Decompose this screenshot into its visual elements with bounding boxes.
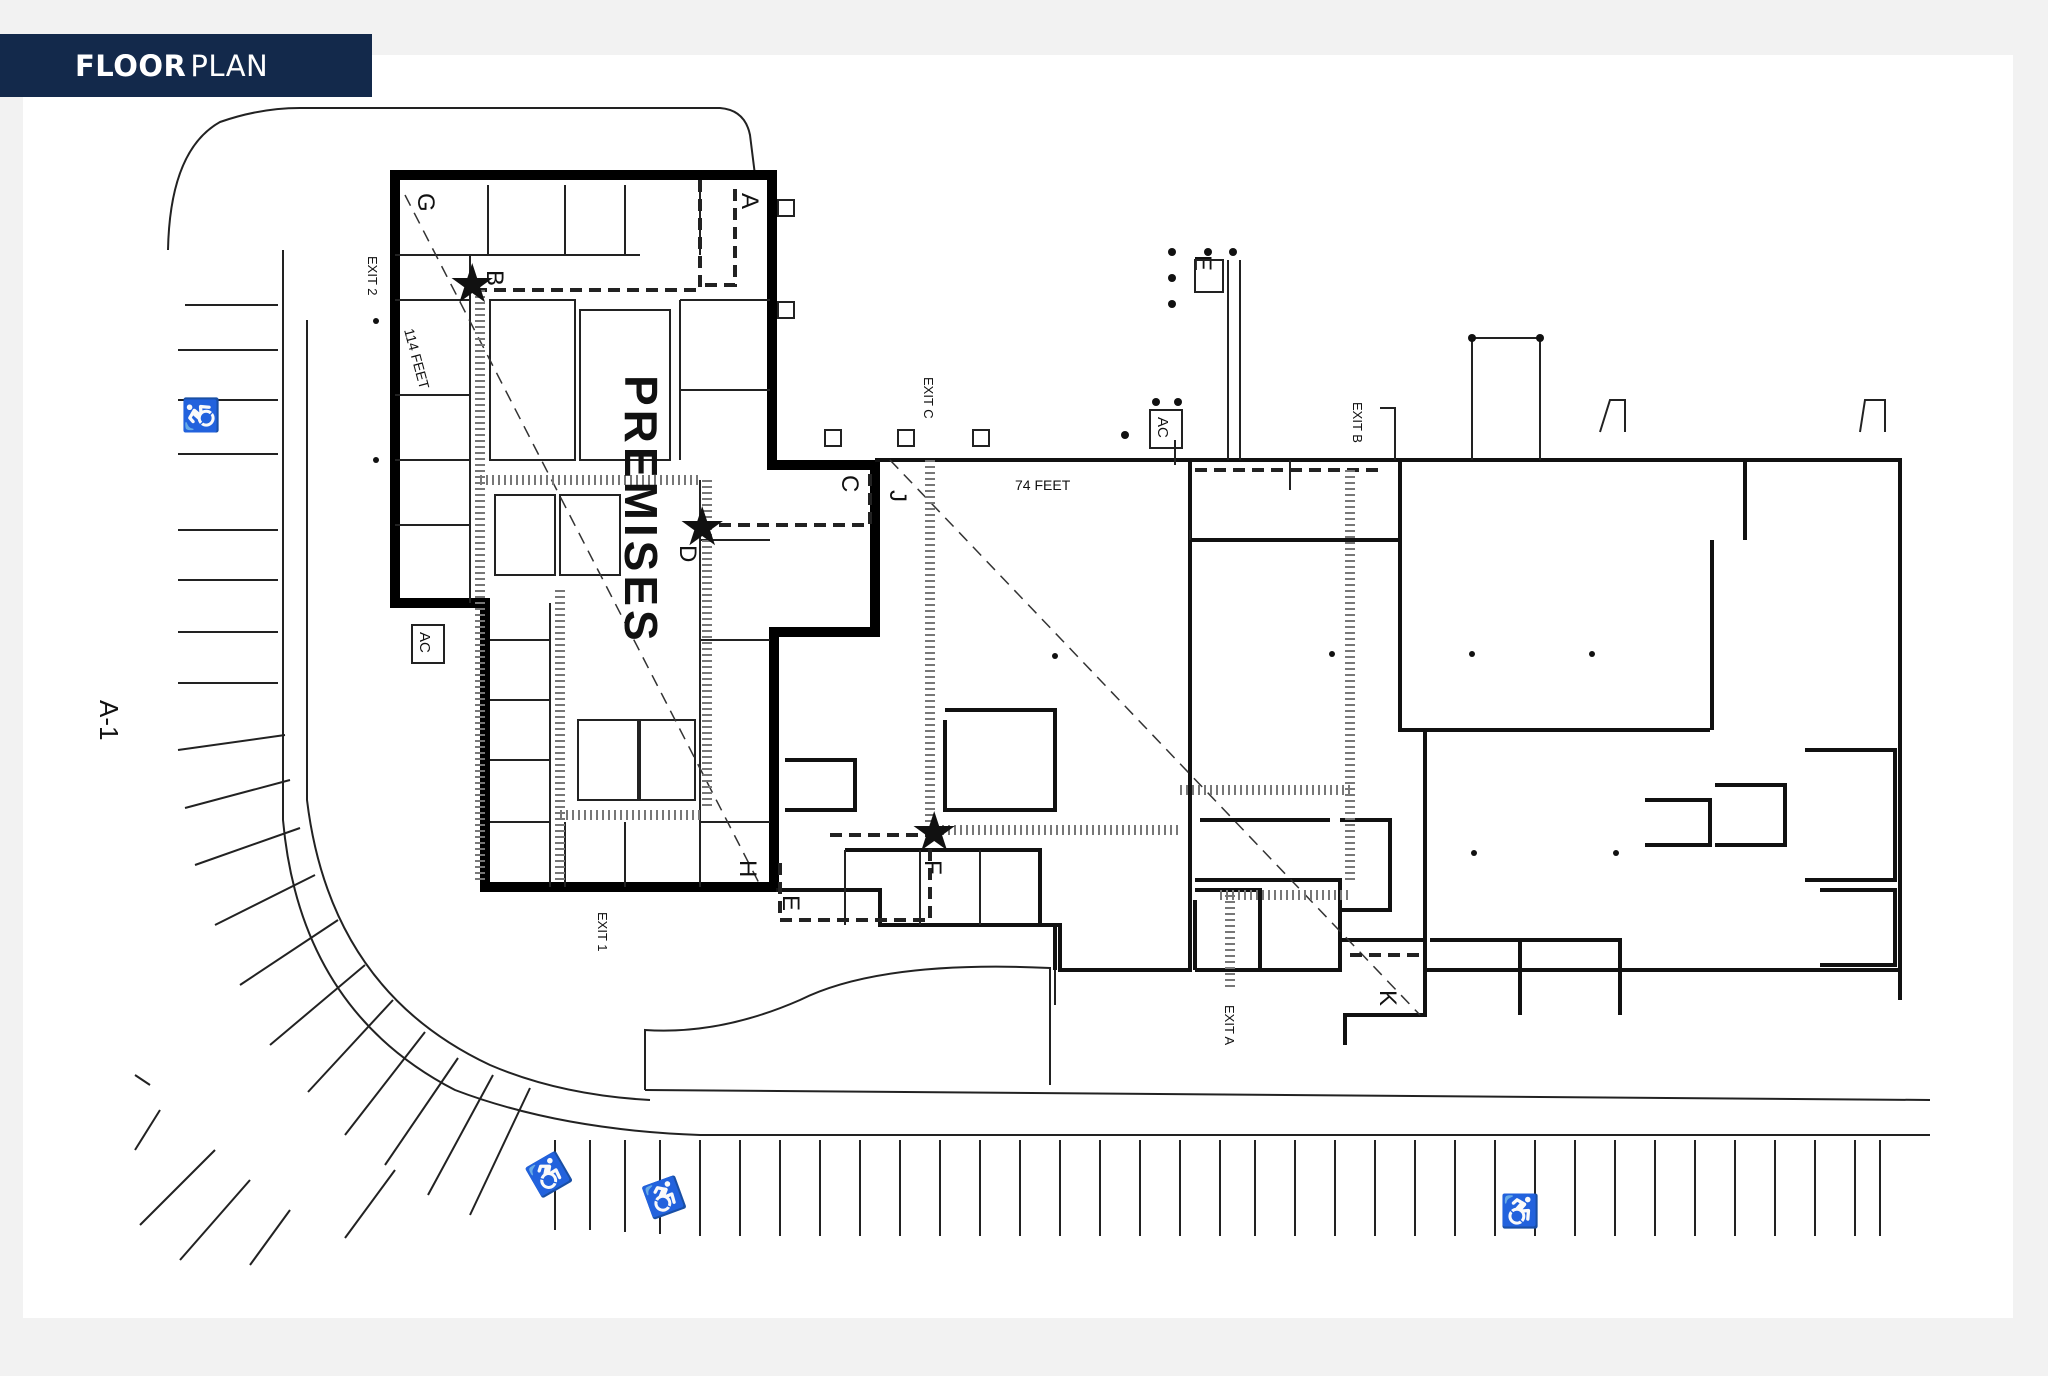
- ac-unit-label: AC: [416, 632, 433, 653]
- ac-unit-box: [411, 624, 445, 664]
- star-marker-icon: ★: [678, 497, 726, 557]
- dimension-label-74: 74 FEET: [1015, 477, 1071, 493]
- sheet-label: A-1: [94, 700, 124, 740]
- point-label-a: A: [736, 193, 763, 209]
- adjacent-building-walls: [776, 260, 1902, 1045]
- accessible-parking-icon: ♿: [523, 1149, 576, 1200]
- point-label-j: J: [884, 490, 911, 502]
- premises-interior-walls: [395, 185, 770, 887]
- dimension-label-114: 114 FEET: [401, 327, 433, 391]
- header-title-bold: FLOOR: [75, 48, 187, 83]
- ac-unit-box: [1149, 409, 1183, 449]
- parking-stalls-left: [134, 304, 531, 1266]
- exit-c-label: EXIT C: [921, 377, 936, 419]
- floor-plan-header: FLOOR PLAN: [0, 34, 372, 97]
- plan-sheet: [23, 55, 2013, 1318]
- parking-stalls-bottom: [554, 1140, 1881, 1236]
- point-label-e-upper: E: [1189, 255, 1216, 271]
- point-label-k: K: [1374, 990, 1401, 1006]
- header-title-regular: PLAN: [190, 48, 269, 83]
- point-label-f: F: [919, 860, 946, 875]
- walkway-hatching: [475, 290, 1355, 990]
- star-marker-icon: ★: [448, 254, 496, 314]
- accessible-parking-icon: ♿: [639, 1174, 689, 1221]
- exit-b-label: EXIT B: [1350, 402, 1365, 443]
- point-label-h: H: [734, 860, 761, 877]
- point-label-e: E: [777, 895, 804, 911]
- premises-label: PREMISES: [615, 375, 667, 645]
- exterior-fixtures: [373, 199, 1886, 856]
- premises-outline: [390, 170, 880, 892]
- point-label-g: G: [412, 193, 439, 212]
- point-label-d: D: [674, 545, 701, 562]
- exit-a-label: EXIT A: [1222, 1005, 1237, 1046]
- accessible-parking-icon: ♿: [183, 395, 219, 435]
- accessible-parking-icon: ♿: [1500, 1193, 1540, 1229]
- star-marker-icon: ★: [910, 802, 958, 862]
- exit-1-label: EXIT 1: [595, 912, 610, 952]
- dimension-line-74: [889, 459, 1421, 1016]
- point-label-c: C: [836, 475, 863, 492]
- exit-2-label: EXIT 2: [365, 256, 380, 296]
- parking-outline: [167, 107, 1931, 1136]
- point-label-b: B: [481, 270, 508, 286]
- dimension-line-114: [404, 194, 761, 886]
- ac-unit-label: AC: [1154, 417, 1171, 438]
